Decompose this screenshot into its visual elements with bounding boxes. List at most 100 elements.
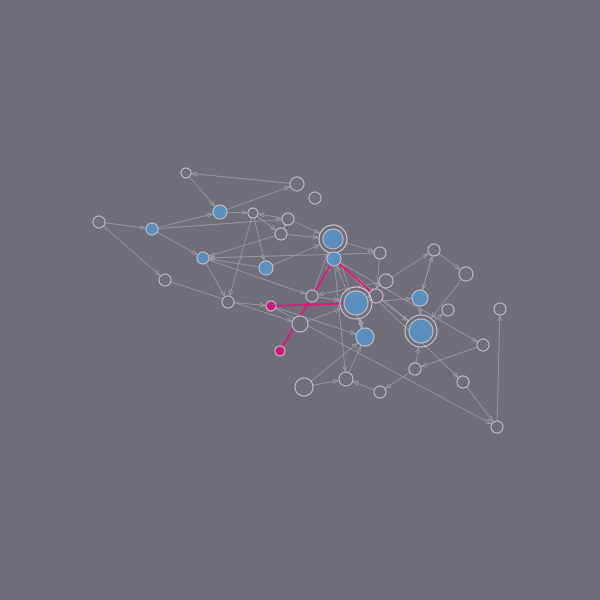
edge-n20-n31 <box>312 380 338 386</box>
edge-n8-n12 <box>210 235 276 256</box>
graph-node-n19[interactable] <box>265 300 277 312</box>
node-circle[interactable] <box>490 420 504 434</box>
node-circle[interactable] <box>338 371 354 387</box>
node-circle[interactable] <box>368 288 384 304</box>
graph-node-n32[interactable] <box>373 385 387 399</box>
node-circle[interactable] <box>427 243 441 257</box>
node-circle[interactable] <box>308 191 322 205</box>
graph-node-n12[interactable] <box>196 251 210 265</box>
node-circle[interactable] <box>145 222 159 236</box>
graph-node-n9[interactable] <box>258 260 274 276</box>
node-circle[interactable] <box>289 176 305 192</box>
graph-node-n18[interactable] <box>378 273 394 289</box>
edge-n3-n1 <box>192 174 291 184</box>
node-circle[interactable] <box>274 227 288 241</box>
node-circle[interactable] <box>326 251 342 267</box>
node-circle[interactable] <box>196 251 210 265</box>
edge-n35-n36 <box>466 386 493 422</box>
graph-node-n34[interactable] <box>476 338 490 352</box>
node-circle[interactable] <box>456 375 470 389</box>
graph-node-n17[interactable] <box>291 315 309 333</box>
graph-node-n4[interactable] <box>308 191 322 205</box>
graph-node-n3[interactable] <box>289 176 305 192</box>
graph-node-n35[interactable] <box>456 375 470 389</box>
graph-node-n37[interactable] <box>493 302 507 316</box>
graph-node-n36[interactable] <box>490 420 504 434</box>
node-circle[interactable] <box>158 273 172 287</box>
graph-node-n22[interactable] <box>339 286 373 320</box>
edge-n21-n27 <box>381 299 408 320</box>
edge-n2-n11 <box>104 222 145 228</box>
graph-node-n23[interactable] <box>355 327 375 347</box>
node-circle[interactable] <box>408 318 434 344</box>
graph-node-n11[interactable] <box>145 222 159 236</box>
node-circle[interactable] <box>408 362 422 376</box>
edge-n29-n34 <box>339 262 477 342</box>
node-circle[interactable] <box>281 212 295 226</box>
edge-n18-n25 <box>391 254 428 278</box>
edge-n16-n22 <box>317 296 339 300</box>
graph-node-n28[interactable] <box>441 303 455 317</box>
graph-node-n8[interactable] <box>274 227 288 241</box>
graph-node-n7[interactable] <box>281 212 295 226</box>
graph-node-n31[interactable] <box>338 371 354 387</box>
graph-node-n24[interactable] <box>411 289 429 307</box>
edge-n1-n5 <box>188 176 214 206</box>
edge-n2-n13 <box>103 225 160 275</box>
graph-node-n16[interactable] <box>305 289 319 303</box>
edge-n27-n28 <box>433 314 443 322</box>
edge-n10-n15 <box>346 242 373 251</box>
edge-n12-n14 <box>205 263 225 296</box>
node-selection-ring <box>404 314 438 348</box>
node-circle[interactable] <box>221 295 235 309</box>
node-circle[interactable] <box>258 260 274 276</box>
edge-n7-n8 <box>283 224 286 227</box>
node-circle[interactable] <box>247 207 259 219</box>
graph-node-n21[interactable] <box>368 288 384 304</box>
graph-node-n2[interactable] <box>92 215 106 229</box>
node-circle[interactable] <box>291 315 309 333</box>
node-selection-ring <box>339 286 373 320</box>
edge-n12-n16 <box>208 259 306 294</box>
graph-node-n25[interactable] <box>427 243 441 257</box>
graph-node-n5[interactable] <box>212 204 228 220</box>
edge-n17-n22 <box>307 309 340 322</box>
graph-node-n15[interactable] <box>373 246 387 260</box>
node-circle[interactable] <box>294 377 314 397</box>
edge-n29-n31 <box>334 265 346 371</box>
node-circle[interactable] <box>265 300 277 312</box>
graph-node-n30[interactable] <box>274 345 286 357</box>
node-circle[interactable] <box>305 289 319 303</box>
node-circle[interactable] <box>373 385 387 399</box>
node-circle[interactable] <box>355 327 375 347</box>
graph-node-n13[interactable] <box>158 273 172 287</box>
graph-node-n27[interactable] <box>404 314 438 348</box>
node-circle[interactable] <box>378 273 394 289</box>
node-circle[interactable] <box>411 289 429 307</box>
node-circle[interactable] <box>373 246 387 260</box>
node-circle[interactable] <box>476 338 490 352</box>
graph-node-n6[interactable] <box>247 207 259 219</box>
graph-node-n29[interactable] <box>326 251 342 267</box>
edge-n6-n8 <box>256 215 275 230</box>
node-circle[interactable] <box>180 167 192 179</box>
graph-node-n33[interactable] <box>408 362 422 376</box>
node-circle[interactable] <box>92 215 106 229</box>
graph-node-n10[interactable] <box>318 224 348 254</box>
node-circle[interactable] <box>493 302 507 316</box>
node-circle[interactable] <box>212 204 228 220</box>
edge-n11-n5 <box>157 214 212 228</box>
node-circle[interactable] <box>343 290 369 316</box>
edge-n5-n3 <box>226 187 290 210</box>
node-circle[interactable] <box>322 228 344 250</box>
graph-node-n14[interactable] <box>221 295 235 309</box>
node-circle[interactable] <box>274 345 286 357</box>
edge-n32-n31 <box>353 382 375 391</box>
node-circle[interactable] <box>441 303 455 317</box>
node-circle[interactable] <box>458 266 474 282</box>
graph-node-n20[interactable] <box>294 377 314 397</box>
edge-n7-n10 <box>293 221 319 234</box>
graph-node-n26[interactable] <box>458 266 474 282</box>
edge-n20-n23 <box>310 343 357 382</box>
graph-node-n1[interactable] <box>180 167 192 179</box>
